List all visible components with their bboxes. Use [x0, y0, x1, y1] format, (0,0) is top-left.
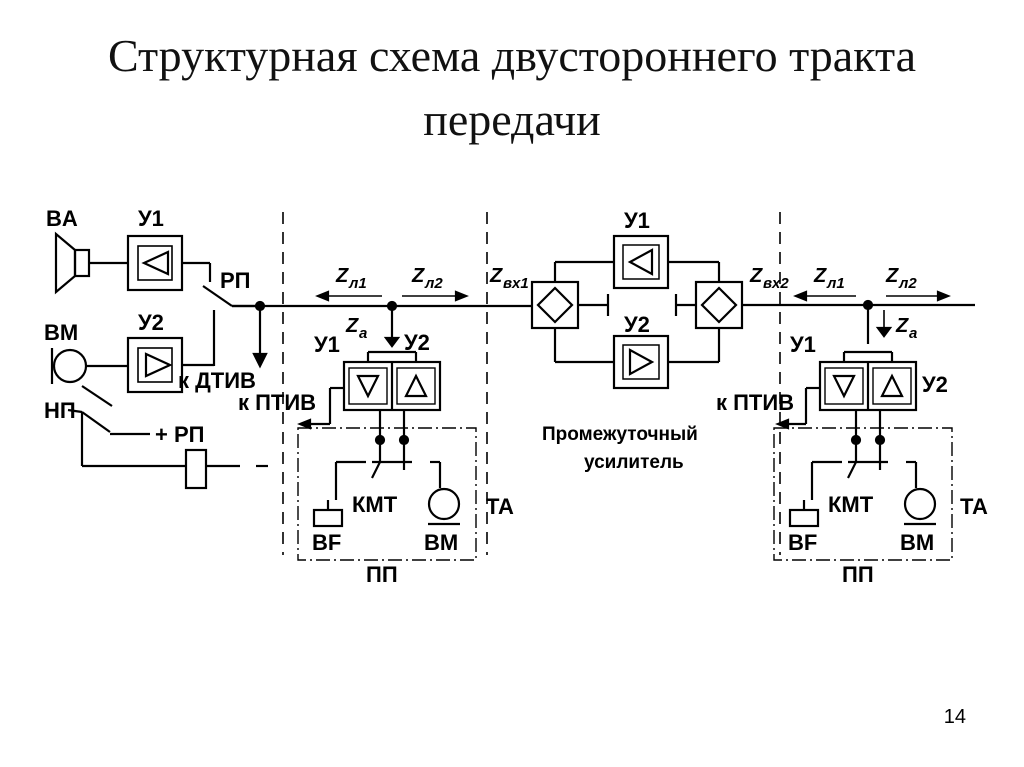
label-sub-l1-left: л1 — [348, 275, 367, 292]
handset-pp-left — [297, 427, 477, 561]
label-kmt-right: КМТ — [828, 492, 874, 517]
label-bf-left: BF — [312, 530, 341, 555]
label-z-l1-left: Z — [335, 265, 349, 287]
label-bm-station-right: BM — [900, 530, 934, 555]
label-kmt-left: КМТ — [352, 492, 398, 517]
intermediate-repeater — [530, 234, 975, 390]
label-u2-left: У2 — [138, 310, 164, 335]
impedance-arrows-right — [793, 290, 951, 311]
label-sub-vx1: вх1 — [503, 275, 529, 292]
label-z-l1-right: Z — [813, 265, 827, 287]
label-ba: BA — [46, 206, 78, 231]
label-sub-vx2: вх2 — [763, 275, 789, 292]
handset-pp-right — [773, 427, 953, 561]
label-u2-repeater: У2 — [624, 312, 650, 337]
label-bm-left: BM — [44, 320, 78, 345]
label-np: НП — [44, 398, 76, 423]
page-number: 14 — [943, 706, 966, 728]
label-u1-left: У1 — [138, 206, 164, 231]
label-u2-station-right: У2 — [922, 372, 948, 397]
page-title-line2: передачи — [423, 94, 601, 145]
np-switch — [67, 385, 268, 490]
impedance-arrows-left — [315, 290, 469, 302]
label-k-ptiv-right: к ПТИВ — [716, 390, 794, 415]
label-z-a-right: Z — [895, 315, 909, 337]
label-z-vx1: Z — [489, 265, 503, 287]
microphone-icon — [50, 348, 128, 384]
relay-contact-rp — [202, 285, 260, 366]
label-pp-left: ПП — [366, 562, 398, 587]
label-k-dtiv: к ДТИВ — [178, 368, 256, 393]
label-z-vx2: Z — [749, 265, 763, 287]
local-station-left — [297, 306, 442, 446]
page-title-line1: Структурная схема двустороннего тракта — [107, 30, 917, 81]
label-ta-left: ТА — [486, 494, 514, 519]
label-z-l2-right: Z — [885, 265, 899, 287]
label-plus-rp: + РП — [155, 422, 204, 447]
label-sub-l1-right: л1 — [826, 275, 845, 292]
label-ta-right: ТА — [960, 494, 988, 519]
label-repeater-line2: усилитель — [584, 452, 684, 473]
label-k-ptiv-left: к ПТИВ — [238, 390, 316, 415]
label-sub-l2-right: л2 — [898, 275, 917, 292]
loudspeaker-icon — [54, 231, 128, 295]
label-u1-station-left: У1 — [314, 332, 340, 357]
amplifier-u2-left — [126, 336, 214, 394]
label-bf-right: BF — [788, 530, 817, 555]
label-z-a-left: Z — [345, 315, 359, 337]
label-u2-station-left: У2 — [404, 330, 430, 355]
label-sub-a-right: a — [909, 325, 917, 342]
label-rp: РП — [220, 268, 251, 293]
section-separators — [282, 212, 781, 555]
label-sub-a-left: a — [359, 325, 367, 342]
label-repeater-line1: Промежуточный — [542, 424, 698, 445]
label-u1-repeater: У1 — [624, 208, 650, 233]
label-u1-station-right: У1 — [790, 332, 816, 357]
amplifier-u1-left — [126, 234, 212, 292]
label-pp-right: ПП — [842, 562, 874, 587]
label-bm-station-left: BM — [424, 530, 458, 555]
label-z-l2-left: Z — [411, 265, 425, 287]
label-sub-l2-left: л2 — [424, 275, 443, 292]
